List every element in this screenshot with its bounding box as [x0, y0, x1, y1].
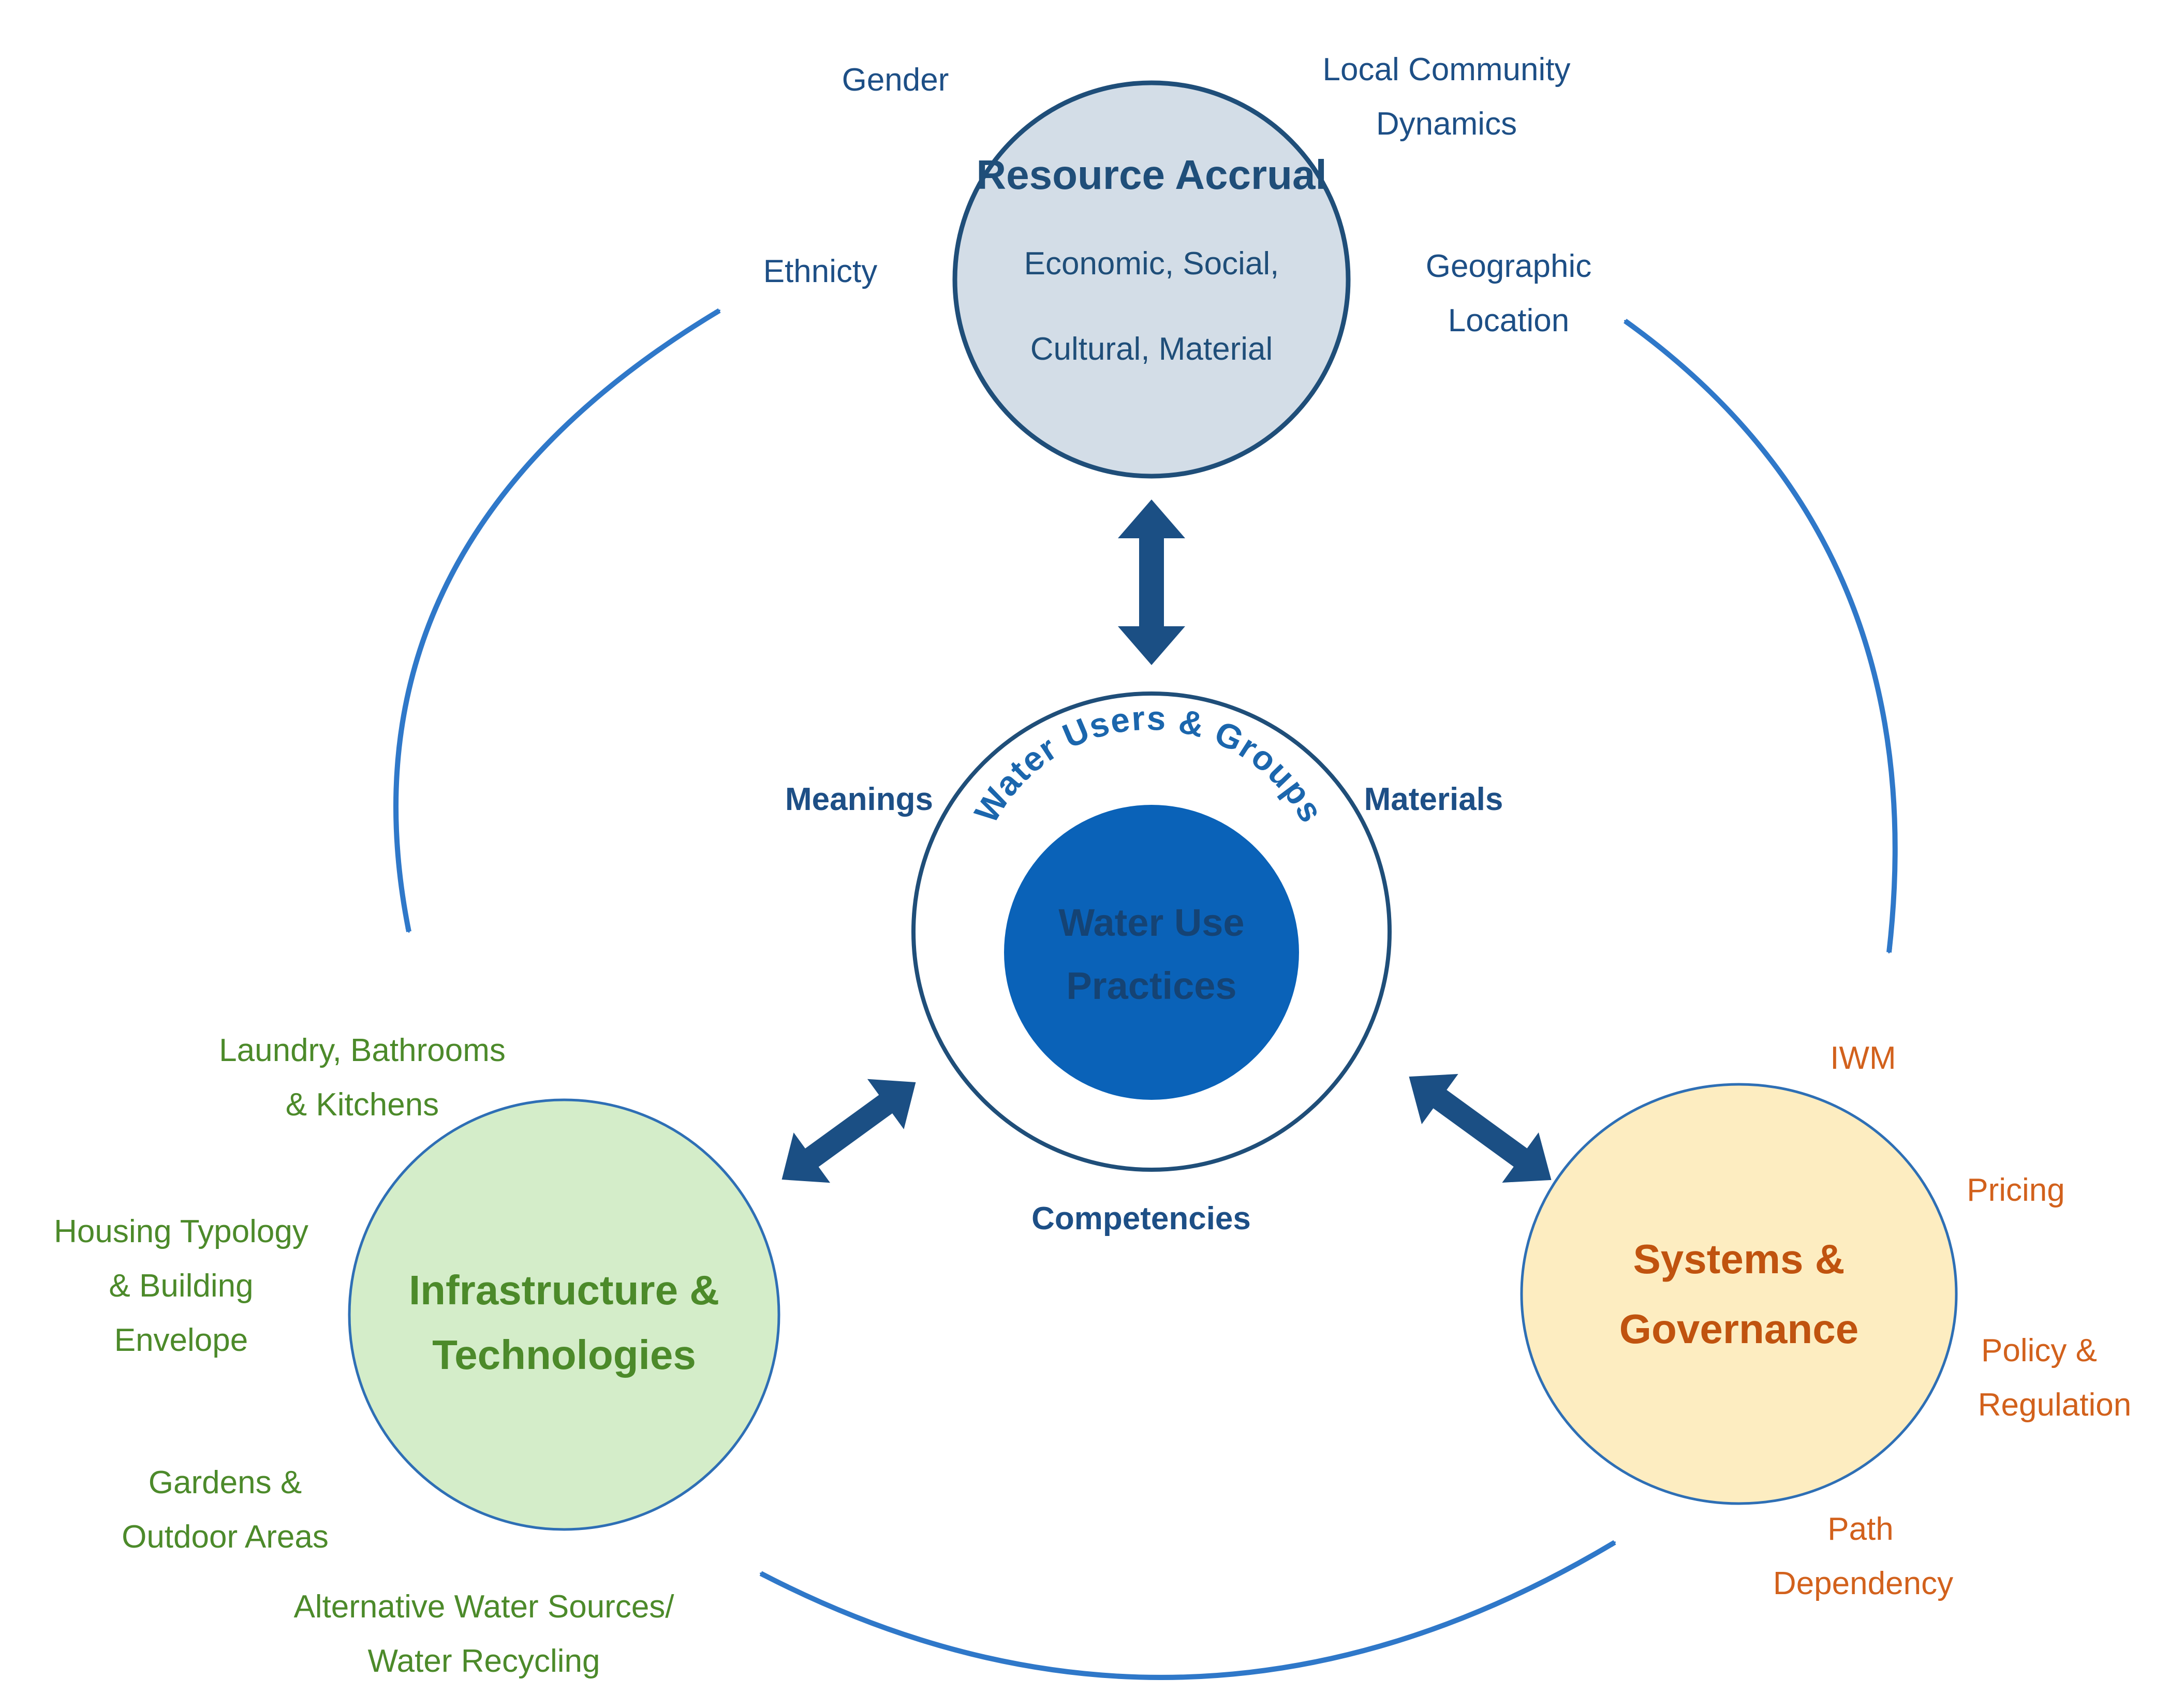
resource-accrual-circle	[952, 80, 1351, 479]
curve-arrow-right	[1625, 318, 1898, 952]
label-laundry-2: & Kitchens	[286, 1087, 439, 1123]
label-alt-water-2: Water Recycling	[367, 1643, 600, 1679]
label-local-community-1: Local Community	[1323, 52, 1571, 87]
systems-title-1: Systems &	[1633, 1236, 1845, 1282]
curve-arrow-left	[393, 308, 719, 932]
thick-arrow-right	[1409, 1074, 1552, 1183]
systems-title-2: Governance	[1619, 1306, 1858, 1352]
label-policy-1: Policy &	[1981, 1333, 2097, 1368]
label-geographic-2: Location	[1448, 303, 1569, 338]
systems-governance-circle	[1520, 1083, 1958, 1505]
label-iwm: IWM	[1830, 1040, 1896, 1076]
thick-arrow-left	[781, 1079, 916, 1183]
label-path-2: Dependency	[1773, 1566, 1953, 1601]
resource-accrual-subtitle-2: Cultural, Material	[1030, 331, 1273, 367]
infrastructure-title-2: Technologies	[432, 1332, 696, 1378]
infrastructure-circle	[348, 1098, 780, 1531]
label-gardens-1: Gardens &	[149, 1465, 302, 1500]
thick-arrow-vertical	[1118, 499, 1185, 665]
label-path-1: Path	[1827, 1511, 1894, 1547]
water-use-practices-line-2: Practices	[1066, 964, 1236, 1007]
resource-accrual-subtitle-1: Economic, Social,	[1024, 246, 1279, 282]
resource-accrual-title: Resource Accrual	[976, 152, 1326, 198]
label-ethnicity: Ethnicty	[763, 254, 878, 289]
label-local-community-2: Dynamics	[1376, 106, 1517, 142]
label-pricing: Pricing	[1967, 1172, 2065, 1208]
infrastructure-title-1: Infrastructure &	[409, 1267, 719, 1313]
label-laundry-1: Laundry, Bathrooms	[219, 1033, 506, 1068]
label-competencies: Competencies	[1031, 1201, 1251, 1236]
label-materials: Materials	[1364, 782, 1503, 817]
label-gender: Gender	[842, 62, 949, 98]
label-policy-2: Regulation	[1978, 1387, 2131, 1423]
label-gardens-2: Outdoor Areas	[122, 1519, 329, 1555]
water-use-practices-core	[1004, 805, 1299, 1100]
label-alt-water-1: Alternative Water Sources/	[293, 1589, 674, 1625]
label-geographic-1: Geographic	[1426, 248, 1592, 284]
water-use-practices-line-1: Water Use	[1058, 901, 1244, 944]
curve-arrow-bottom	[761, 1540, 1615, 1680]
label-housing-1: Housing Typology	[54, 1214, 308, 1249]
label-housing-2: & Building	[109, 1268, 253, 1304]
label-housing-3: Envelope	[114, 1322, 248, 1358]
label-meanings: Meanings	[785, 782, 933, 817]
